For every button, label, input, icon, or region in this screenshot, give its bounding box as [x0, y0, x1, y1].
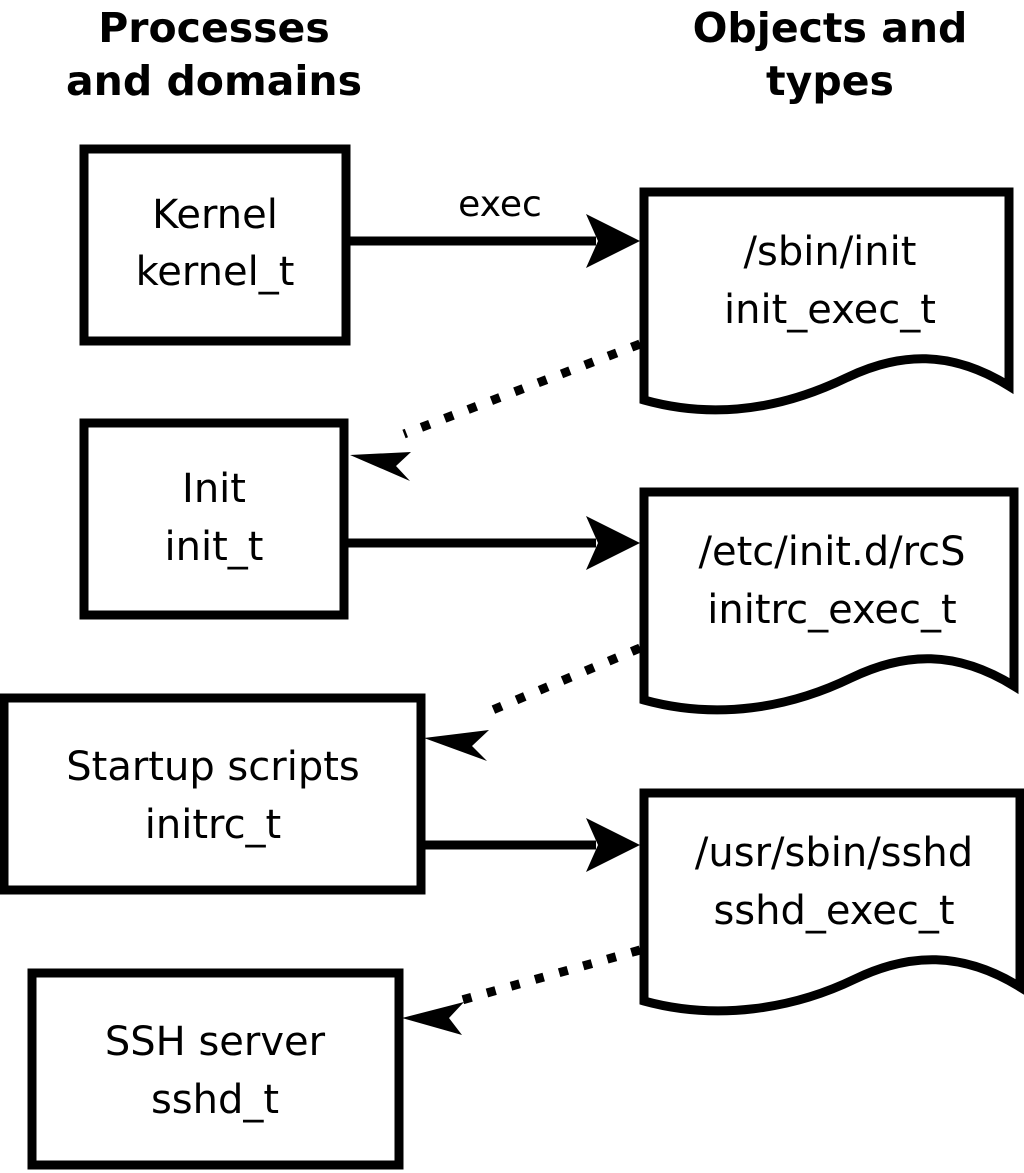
column-heading-objects: Objects and types	[693, 4, 968, 105]
edge-startup-scripts-exec-sshd-arrowhead	[586, 818, 640, 872]
edge-kernel-exec-sbin-init-arrowhead	[586, 214, 640, 268]
process-node-init-line2: init_t	[165, 524, 264, 570]
edge-rcs-transition-startup-scripts-arrowhead	[424, 730, 489, 761]
column-heading-processes-line2: and domains	[66, 57, 362, 105]
process-node-ssh-server-line1: SSH server	[105, 1019, 326, 1065]
process-node-startup-scripts-line1: Startup scripts	[66, 744, 359, 790]
edge-sbin-init-transition-init-arrowhead	[350, 452, 411, 481]
edge-init-exec-rcs	[344, 516, 640, 570]
object-node-sbin-init-line2: init_exec_t	[724, 287, 936, 333]
edge-startup-scripts-exec-sshd	[421, 818, 640, 872]
object-node-usr-sbin-sshd-document-shape[interactable]	[639, 788, 1024, 1016]
object-node-etc-initd-rcs[interactable]: /etc/init.d/rcS initrc_exec_t	[639, 487, 1019, 715]
object-node-usr-sbin-sshd-line2: sshd_exec_t	[713, 888, 954, 934]
process-node-ssh-server-box[interactable]	[27, 968, 404, 1170]
object-node-etc-initd-rcs-line2: initrc_exec_t	[707, 587, 956, 633]
object-node-usr-sbin-sshd[interactable]: /usr/sbin/sshd sshd_exec_t	[639, 788, 1024, 1016]
column-heading-processes: Processes and domains	[66, 4, 362, 105]
object-node-sbin-init[interactable]: /sbin/init init_exec_t	[639, 187, 1014, 415]
edge-label-exec: exec	[458, 184, 542, 225]
object-node-etc-initd-rcs-line1: /etc/init.d/rcS	[698, 529, 965, 575]
process-node-ssh-server[interactable]: SSH server sshd_t	[27, 968, 404, 1170]
edge-kernel-exec-sbin-init: exec	[346, 184, 640, 268]
edge-init-exec-rcs-arrowhead	[586, 516, 640, 570]
object-node-sbin-init-document-shape[interactable]	[639, 187, 1014, 415]
column-heading-objects-line1: Objects and	[693, 4, 968, 52]
object-node-etc-initd-rcs-document-shape[interactable]	[639, 487, 1019, 715]
edge-sbin-init-transition-init-line	[402, 339, 642, 439]
column-heading-processes-line1: Processes	[98, 4, 330, 52]
edge-sshd-exec-transition-ssh-server-arrowhead	[402, 1002, 464, 1035]
edge-rcs-transition-startup-scripts	[424, 643, 642, 761]
process-node-startup-scripts-line2: initrc_t	[145, 802, 282, 848]
edge-sshd-exec-transition-ssh-server-line	[460, 945, 642, 1005]
process-node-kernel[interactable]: Kernel kernel_t	[79, 144, 351, 346]
process-node-kernel-box[interactable]	[79, 144, 351, 346]
object-node-usr-sbin-sshd-line1: /usr/sbin/sshd	[695, 830, 973, 876]
column-heading-objects-line2: types	[766, 57, 894, 105]
process-node-kernel-line1: Kernel	[152, 192, 278, 238]
process-node-init-box[interactable]	[79, 418, 349, 620]
object-node-sbin-init-line1: /sbin/init	[744, 229, 917, 275]
process-node-init-line1: Init	[182, 466, 246, 512]
process-node-ssh-server-line2: sshd_t	[151, 1077, 279, 1123]
edge-sbin-init-transition-init	[350, 339, 642, 481]
process-node-kernel-line2: kernel_t	[136, 249, 295, 295]
process-node-startup-scripts[interactable]: Startup scripts initrc_t	[0, 693, 426, 895]
edge-sshd-exec-transition-ssh-server	[402, 945, 642, 1035]
edge-rcs-transition-startup-scripts-line	[481, 643, 642, 719]
process-node-init[interactable]: Init init_t	[79, 418, 349, 620]
process-node-startup-scripts-box[interactable]	[0, 693, 426, 895]
